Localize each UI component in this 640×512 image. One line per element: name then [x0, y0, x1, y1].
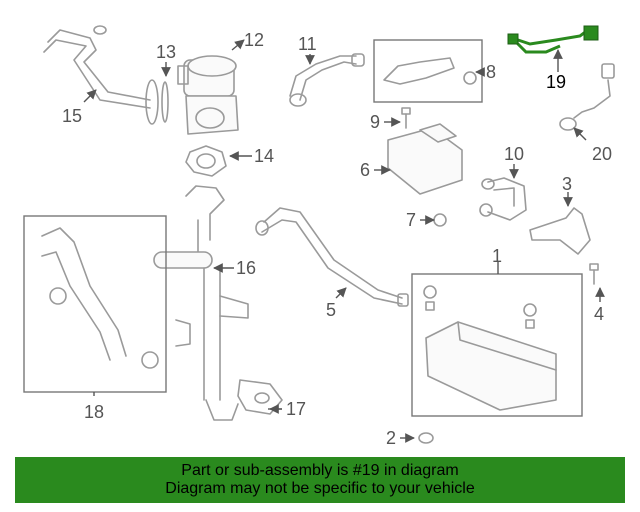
part-1-box	[411, 273, 583, 417]
part-19-sensor-highlighted	[507, 25, 599, 54]
callout-13: 13	[156, 42, 176, 62]
callout-3: 3	[562, 174, 572, 194]
parts-diagram: 1 2 3 4 5 6 7 8 9 10 11 12 13 14 15 16 1…	[23, 25, 615, 448]
callout-16: 16	[236, 258, 256, 278]
part-9-bolt	[401, 107, 411, 129]
part-4-bolt	[589, 263, 599, 285]
part-1-canister	[423, 285, 557, 411]
callout-8: 8	[486, 62, 496, 82]
callout-6: 6	[360, 160, 370, 180]
callout-2: 2	[386, 428, 396, 448]
banner-line-2: Diagram may not be specific to your vehi…	[165, 480, 475, 497]
part-15-tube	[43, 25, 151, 109]
part-14-gasket	[185, 145, 227, 177]
callout-15: 15	[62, 106, 82, 126]
part-20-sensor	[559, 63, 615, 131]
leader-lines	[83, 39, 605, 443]
part-16-egr-pipe	[153, 185, 249, 421]
callout-9: 9	[370, 112, 380, 132]
callout-7: 7	[406, 210, 416, 230]
callout-1: 1	[492, 246, 502, 266]
banner-line-1: Part or sub-assembly is #19 in diagram	[181, 462, 459, 479]
part-6-module	[387, 123, 463, 195]
part-2-grommet	[418, 432, 434, 444]
part-12-egr-valve	[177, 55, 239, 135]
part-17-gasket	[237, 379, 283, 415]
callout-19: 19	[546, 72, 566, 92]
callout-5: 5	[326, 300, 336, 320]
part-5-hose	[255, 207, 409, 307]
part-8-bracket	[383, 57, 477, 85]
part-18-box	[23, 215, 167, 393]
part-7-nut	[433, 213, 447, 227]
callout-12: 12	[244, 30, 264, 50]
info-banner: Part or sub-assembly is #19 in diagram D…	[15, 457, 625, 503]
callout-20: 20	[592, 144, 612, 164]
part-11-hose	[289, 53, 365, 107]
callout-4: 4	[594, 304, 604, 324]
part-3-bracket	[529, 207, 591, 255]
part-13-gasket	[145, 79, 159, 125]
callout-11: 11	[298, 34, 317, 54]
callout-14: 14	[254, 146, 274, 166]
part-10-hose	[479, 177, 527, 221]
callout-10: 10	[504, 144, 524, 164]
callout-18: 18	[84, 402, 104, 422]
callout-17: 17	[286, 399, 306, 419]
part-18-hose	[41, 227, 159, 369]
part-8-box	[373, 39, 483, 103]
